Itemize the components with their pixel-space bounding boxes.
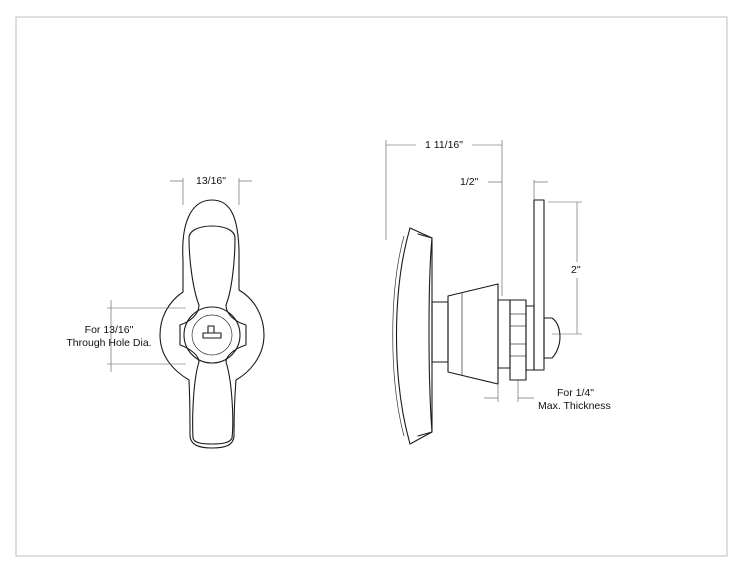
lock-ring-inner [191,314,233,356]
front-width-dim-label: 13/16" [195,175,226,187]
front-view [159,199,265,449]
lever-inner [179,225,247,445]
overall-dim-label: 1 11/16" [425,139,463,151]
nut [509,299,527,381]
handle-face [396,227,433,445]
shank-dim-label: 1/2" [460,176,479,188]
handle-outline [159,199,265,449]
bezel [447,283,499,385]
front-dims [107,178,252,372]
key-slot [202,325,222,339]
neck [431,301,449,363]
hole-note-line2: Through Hole Dia. [66,337,152,349]
washer [525,305,535,371]
cam-dim-label: 2" [571,264,581,276]
cam-bar [533,199,545,371]
shank [497,299,511,369]
screw-head [543,317,561,359]
hole-note-line1: For 13/16" [84,324,134,336]
thickness-note-line1: For 1/4" [557,387,594,399]
lock-ring [183,306,241,364]
thickness-note-line2: Max. Thickness [538,400,611,412]
frame-border [15,16,728,557]
side-view [392,199,561,445]
side-dims [385,140,582,402]
